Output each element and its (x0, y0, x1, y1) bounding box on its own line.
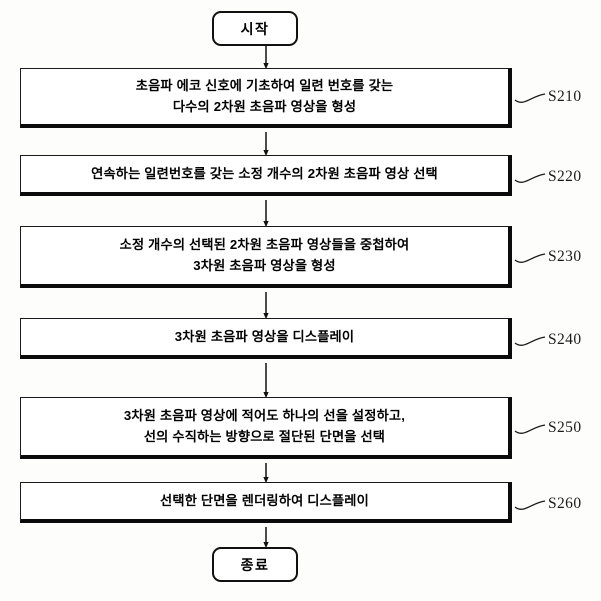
step-label-s210: S210 (548, 88, 582, 105)
process-box-s220[interactable]: 연속하는 일련번호를 갖는 소정 개수의 2차원 초음파 영상 선택 (20, 155, 512, 196)
process-box-s250[interactable]: 3차원 초음파 영상에 적어도 하나의 선을 설정하고, 선의 수직하는 방향으… (20, 397, 512, 459)
step-label-s260: S260 (548, 495, 582, 512)
process-box-s230-text: 소정 개수의 선택된 2차원 초음파 영상들을 중첩하여 3차원 초음파 영상을… (119, 237, 410, 273)
step-label-s230: S230 (548, 248, 582, 265)
node-start[interactable]: 시작 (212, 11, 298, 46)
node-start-label: 시작 (240, 20, 270, 37)
process-box-s260-text: 선택한 단면을 렌더링하여 디스플레이 (160, 492, 369, 508)
step-label-s220: S220 (548, 168, 582, 185)
step-label-s240: S240 (548, 331, 582, 348)
leader-line-s210 (514, 93, 546, 103)
leader-line-s250 (514, 424, 546, 434)
process-box-s220-text: 연속하는 일련번호를 갖는 소정 개수의 2차원 초음파 영상 선택 (91, 165, 438, 181)
process-box-s240-text: 3차원 초음파 영상을 디스플레이 (174, 328, 355, 344)
leader-line-s220 (514, 173, 546, 183)
process-box-s250-text: 3차원 초음파 영상에 적어도 하나의 선을 설정하고, 선의 수직하는 방향으… (123, 408, 406, 444)
step-label-s250: S250 (548, 419, 582, 436)
process-box-s240[interactable]: 3차원 초음파 영상을 디스플레이 (20, 318, 512, 359)
node-end-label: 종료 (240, 556, 270, 573)
leader-lines (514, 93, 546, 510)
process-box-s210-text: 초음파 에코 신호에 기초하여 일련 번호를 갖는 다수의 2차원 초음파 영상… (135, 78, 394, 114)
process-box-s260[interactable]: 선택한 단면을 렌더링하여 디스플레이 (20, 482, 512, 523)
node-end[interactable]: 종료 (212, 547, 298, 582)
leader-line-s260 (514, 500, 546, 510)
process-box-s210[interactable]: 초음파 에코 신호에 기초하여 일련 번호를 갖는 다수의 2차원 초음파 영상… (20, 68, 512, 128)
leader-line-s230 (514, 253, 546, 263)
process-box-s230[interactable]: 소정 개수의 선택된 2차원 초음파 영상들을 중첩하여 3차원 초음파 영상을… (20, 226, 512, 288)
leader-line-s240 (514, 336, 546, 346)
